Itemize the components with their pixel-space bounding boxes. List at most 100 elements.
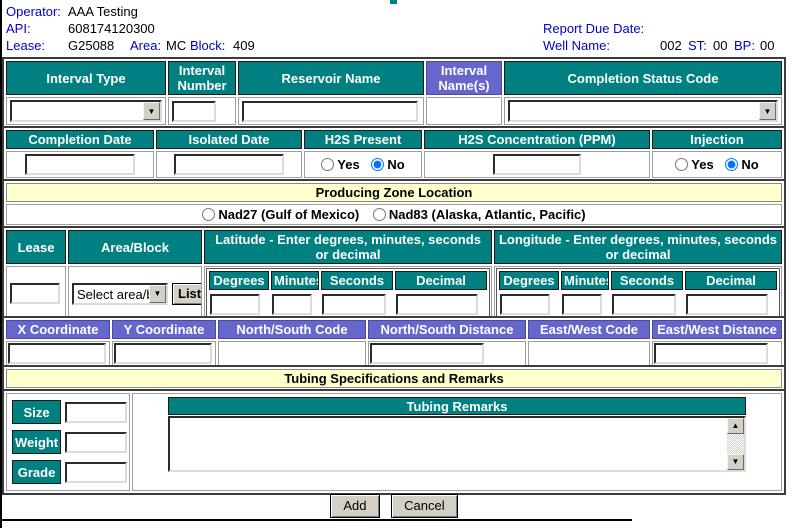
injection-no-radio[interactable] [725,158,739,171]
longitude-minutes-input[interactable] [562,293,602,315]
tubing-section: Size Weight Grade Tubing Remarks ▲ [2,389,786,495]
tubing-remarks-header: Tubing Remarks [168,397,746,415]
page-title-fragment [390,0,397,4]
north-south-code-cell [218,341,366,366]
latitude-header: Latitude - Enter degrees, minutes, secon… [204,230,492,264]
h2s-no-radio[interactable] [371,158,385,171]
api-label: API: [6,21,31,36]
injection-yes-radio[interactable] [675,158,689,171]
tubing-size-input[interactable] [65,401,128,423]
scroll-up-icon[interactable]: ▲ [727,418,744,434]
north-south-code-header: North/South Code [218,320,366,339]
h2s-no-label: No [387,157,405,172]
longitude-seconds-header: Seconds [611,271,683,290]
latitude-entry-table: Degrees Minutes Seconds Decimal [206,268,490,319]
bp-label: BP: [734,38,755,53]
tubing-remarks-textarea[interactable] [170,418,727,470]
st-label: ST: [688,38,707,53]
interval-number-header: Interval Number [168,61,236,95]
y-coordinate-input[interactable] [114,343,212,364]
h2s-yes-label: Yes [337,157,360,172]
longitude-decimal-header: Decimal [685,271,777,290]
latitude-degrees-input[interactable] [210,293,260,315]
completion-table: Completion Date Isolated Date H2S Presen… [2,126,786,182]
block-value: 409 [233,38,255,53]
h2s-concentration-input[interactable] [493,154,581,175]
interval-table: Interval Type Interval Number Reservoir … [2,57,786,129]
coordinate-table: X Coordinate Y Coordinate North/South Co… [2,316,786,370]
block-label: Block: [190,38,226,53]
lease-value: G25088 [68,38,115,53]
latitude-seconds-header: Seconds [321,271,393,290]
interval-number-input[interactable] [172,100,216,122]
area-block-select[interactable]: Select area/block ▼ [72,282,168,305]
well-info-row-1: Operator: AAA Testing [0,4,810,21]
h2s-yes-radio[interactable] [321,158,335,171]
reservoir-name-input[interactable] [242,100,418,122]
area-label: Area: [130,38,162,53]
tubing-remarks-scrollbar[interactable]: ▲ ▼ [727,418,744,470]
east-west-distance-input[interactable] [654,343,768,364]
interval-type-selected-value [12,102,143,120]
tubing-remarks-field: ▲ ▼ [168,416,746,472]
cancel-button[interactable]: Cancel [391,494,458,518]
add-button[interactable]: Add [330,494,380,518]
operator-label: Operator: [6,4,61,19]
dropdown-arrow-icon[interactable]: ▼ [143,102,160,120]
dropdown-arrow-icon[interactable]: ▼ [149,284,166,303]
well-name-label: Well Name: [543,38,610,53]
east-west-code-header: East/West Code [528,320,650,339]
interval-type-header: Interval Type [6,61,166,95]
tubing-specs-table: Size Weight Grade [9,394,129,490]
latitude-decimal-header: Decimal [395,271,487,290]
completion-status-code-select[interactable]: ▼ [508,100,778,122]
well-info-row-3: Lease: G25088 Area: MC Block: 409 Well N… [0,38,810,55]
frame-border-bottom [0,519,632,521]
interval-type-select[interactable]: ▼ [10,100,162,122]
list-button[interactable]: List [172,282,201,305]
completion-date-input[interactable] [25,154,135,175]
lease-label: Lease: [6,38,46,53]
interval-names-header: Interval Name(s) [426,61,502,95]
producing-zone-title: Producing Zone Location [6,183,782,202]
tubing-grade-input[interactable] [65,461,128,483]
nad83-radio[interactable] [372,208,386,221]
dropdown-arrow-icon[interactable]: ▼ [759,102,776,120]
latitude-decimal-input[interactable] [396,293,478,315]
isolated-date-input[interactable] [174,154,284,175]
operator-value: AAA Testing [68,4,138,19]
nad27-radio[interactable] [202,208,216,221]
injection-header: Injection [652,130,782,149]
latitude-seconds-input[interactable] [322,293,386,315]
nad83-label: Nad83 (Alaska, Atlantic, Pacific) [388,207,586,222]
completion-date-header: Completion Date [6,130,154,149]
completion-status-selected-value [510,102,759,120]
longitude-entry-table: Degrees Minutes Seconds Decimal [496,268,780,319]
lease-input[interactable] [10,283,60,304]
injection-no-label: No [741,157,759,172]
x-coordinate-header: X Coordinate [6,320,110,339]
st-value: 00 [713,38,728,53]
area-block-selected-value: Select area/block [77,286,149,302]
longitude-decimal-input[interactable] [686,293,768,315]
well-info-row-2: API: 608174120300 Report Due Date: [0,21,810,38]
frame-border-left [0,0,2,528]
injection-yes-label: Yes [691,157,714,172]
latitude-degrees-header: Degrees [209,271,269,290]
h2s-present-header: H2S Present [304,130,422,149]
longitude-header: Longitude - Enter degrees, minutes, seco… [494,230,782,264]
longitude-degrees-input[interactable] [500,293,550,315]
north-south-distance-input[interactable] [370,343,484,364]
x-coordinate-input[interactable] [8,343,106,364]
latitude-minutes-input[interactable] [272,293,312,315]
scroll-down-icon[interactable]: ▼ [727,454,744,470]
form-actions: Add Cancel [2,494,786,518]
report-due-date-label: Report Due Date: [543,21,645,36]
east-west-distance-header: East/West Distance [652,320,782,339]
latitude-minutes-header: Minutes [271,271,319,290]
tubing-weight-input[interactable] [65,431,128,453]
area-value: MC [166,38,187,53]
scrollbar-track[interactable] [727,434,744,454]
area-block-header: Area/Block [68,230,202,264]
longitude-seconds-input[interactable] [612,293,676,315]
